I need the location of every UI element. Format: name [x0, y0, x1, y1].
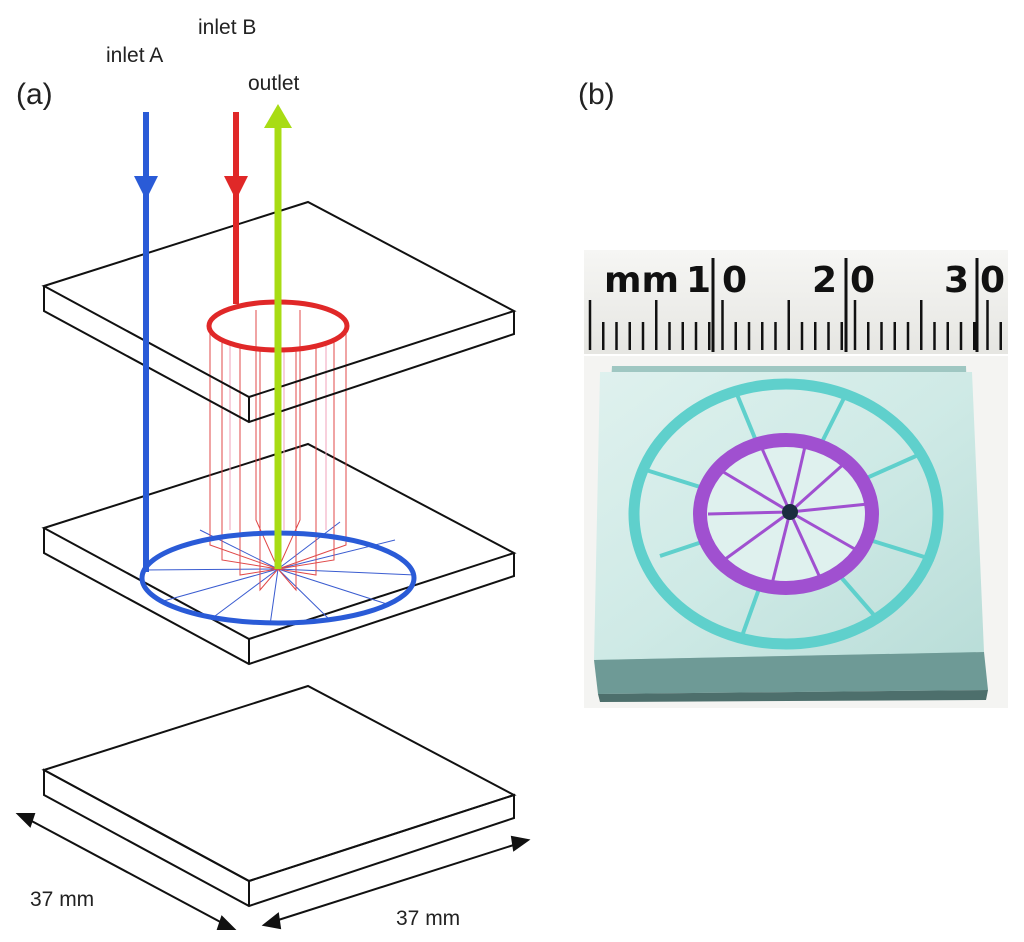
inlet-b-label: inlet B — [198, 16, 256, 39]
inlet-b-arrow — [224, 112, 248, 304]
inlet-a-label: inlet A — [106, 44, 163, 67]
ruler-unit: mm — [604, 260, 679, 301]
ruler-ticks — [588, 300, 1002, 350]
inlet-a-arrow — [134, 112, 158, 572]
ruler-label-20: 0 — [850, 260, 875, 301]
device-photo — [584, 356, 1008, 708]
bottom-plate — [41, 684, 517, 908]
dimension-right — [261, 835, 531, 930]
top-plate — [41, 200, 517, 424]
ruler-label-30: 0 — [980, 260, 1005, 301]
outlet-arrow — [264, 104, 292, 569]
ruler-label-1: 1 — [686, 260, 711, 301]
ruler-label-0: 0 — [722, 260, 747, 301]
panel-b: (b) mm 1 0 2 0 3 0 — [578, 78, 1008, 708]
dimension-right-label: 37 mm — [396, 907, 460, 930]
panel-b-label: (b) — [578, 78, 615, 111]
photo-outer-ring — [628, 378, 944, 650]
panel-a-label: (a) — [16, 78, 53, 111]
ruler-label-2: 2 — [812, 260, 837, 301]
outlet-label: outlet — [248, 72, 300, 95]
photo-inner-spokes — [707, 441, 869, 585]
photo-center-port — [782, 504, 798, 520]
red-channels — [209, 310, 347, 592]
pink-links — [229, 345, 327, 530]
dimension-left-label: 37 mm — [30, 888, 94, 911]
panel-a: (a) — [15, 16, 531, 930]
ruler: mm 1 0 2 0 3 0 — [584, 250, 1008, 354]
ruler-label-3: 3 — [944, 260, 969, 301]
middle-plate — [41, 442, 517, 666]
dimension-left — [15, 813, 237, 930]
